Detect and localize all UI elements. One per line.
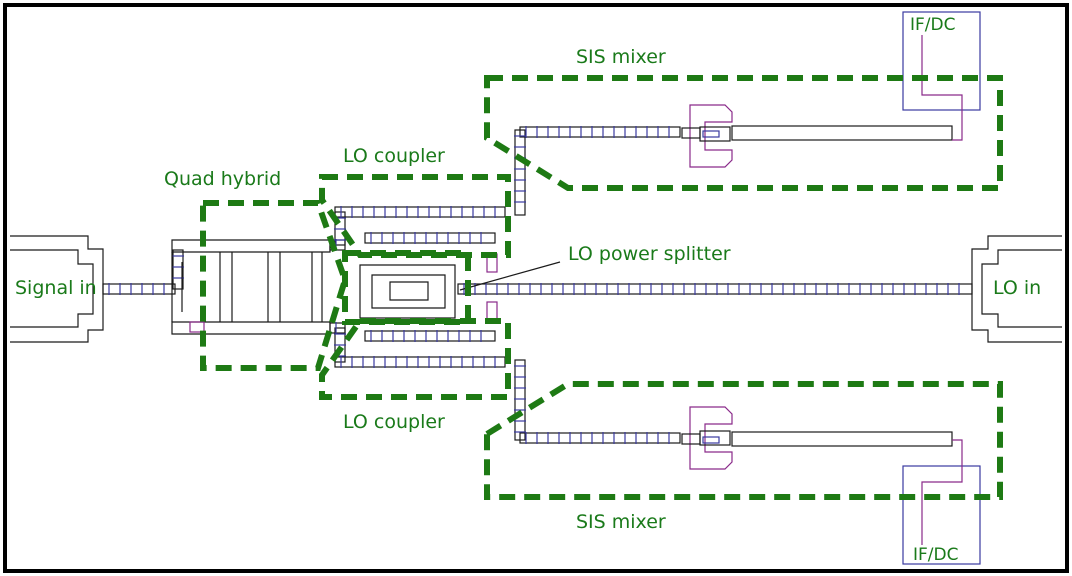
lo-coupler-bottom-line-a (334, 356, 506, 368)
sis-mixer-device-top (681, 104, 953, 168)
sis-mixer-bottom-outline (484, 381, 1003, 500)
quad-hybrid-structure (171, 239, 331, 335)
signal-feed-riser (172, 249, 184, 290)
mixer-top-rf-line (519, 126, 681, 138)
signal-in-port: Signal in (10, 235, 104, 343)
sis-mixer-top-outline (484, 75, 1003, 191)
lo-feed-line (457, 283, 973, 295)
lo-coupler-top-line-b (364, 232, 496, 244)
lo-coupler-top-label: LO coupler (343, 145, 445, 167)
lo-coupler-top-line-a (334, 206, 506, 218)
lo-in-port: LO in (971, 235, 1062, 343)
quad-hybrid-label: Quad hybrid (164, 168, 281, 190)
if-dc-pad-top: IF/DC (902, 11, 981, 141)
mixer-bottom-rf-line (519, 432, 681, 444)
sis-mixer-top-label: SIS mixer (576, 46, 666, 68)
signal-in-label: Signal in (15, 277, 97, 299)
coupler-to-mixer-bottom-riser (514, 359, 526, 441)
if-dc-bottom-label: IF/DC (913, 545, 958, 565)
quad-hybrid-outline (200, 200, 349, 371)
sis-mixer-device-bottom (681, 406, 953, 470)
line-segment-marks (108, 126, 960, 444)
lo-power-splitter-outline (342, 250, 471, 325)
if-dc-pad-bottom: IF/DC (902, 439, 981, 565)
lo-in-label: LO in (993, 277, 1041, 299)
if-dc-top-label: IF/DC (910, 15, 955, 35)
outer-frame (3, 3, 1069, 573)
lo-coupler-bottom-label: LO coupler (343, 411, 445, 433)
sis-mixer-bottom-label: SIS mixer (576, 511, 666, 533)
lo-coupler-bottom-line-b (364, 330, 496, 342)
lo-power-splitter-label: LO power splitter (568, 243, 731, 265)
